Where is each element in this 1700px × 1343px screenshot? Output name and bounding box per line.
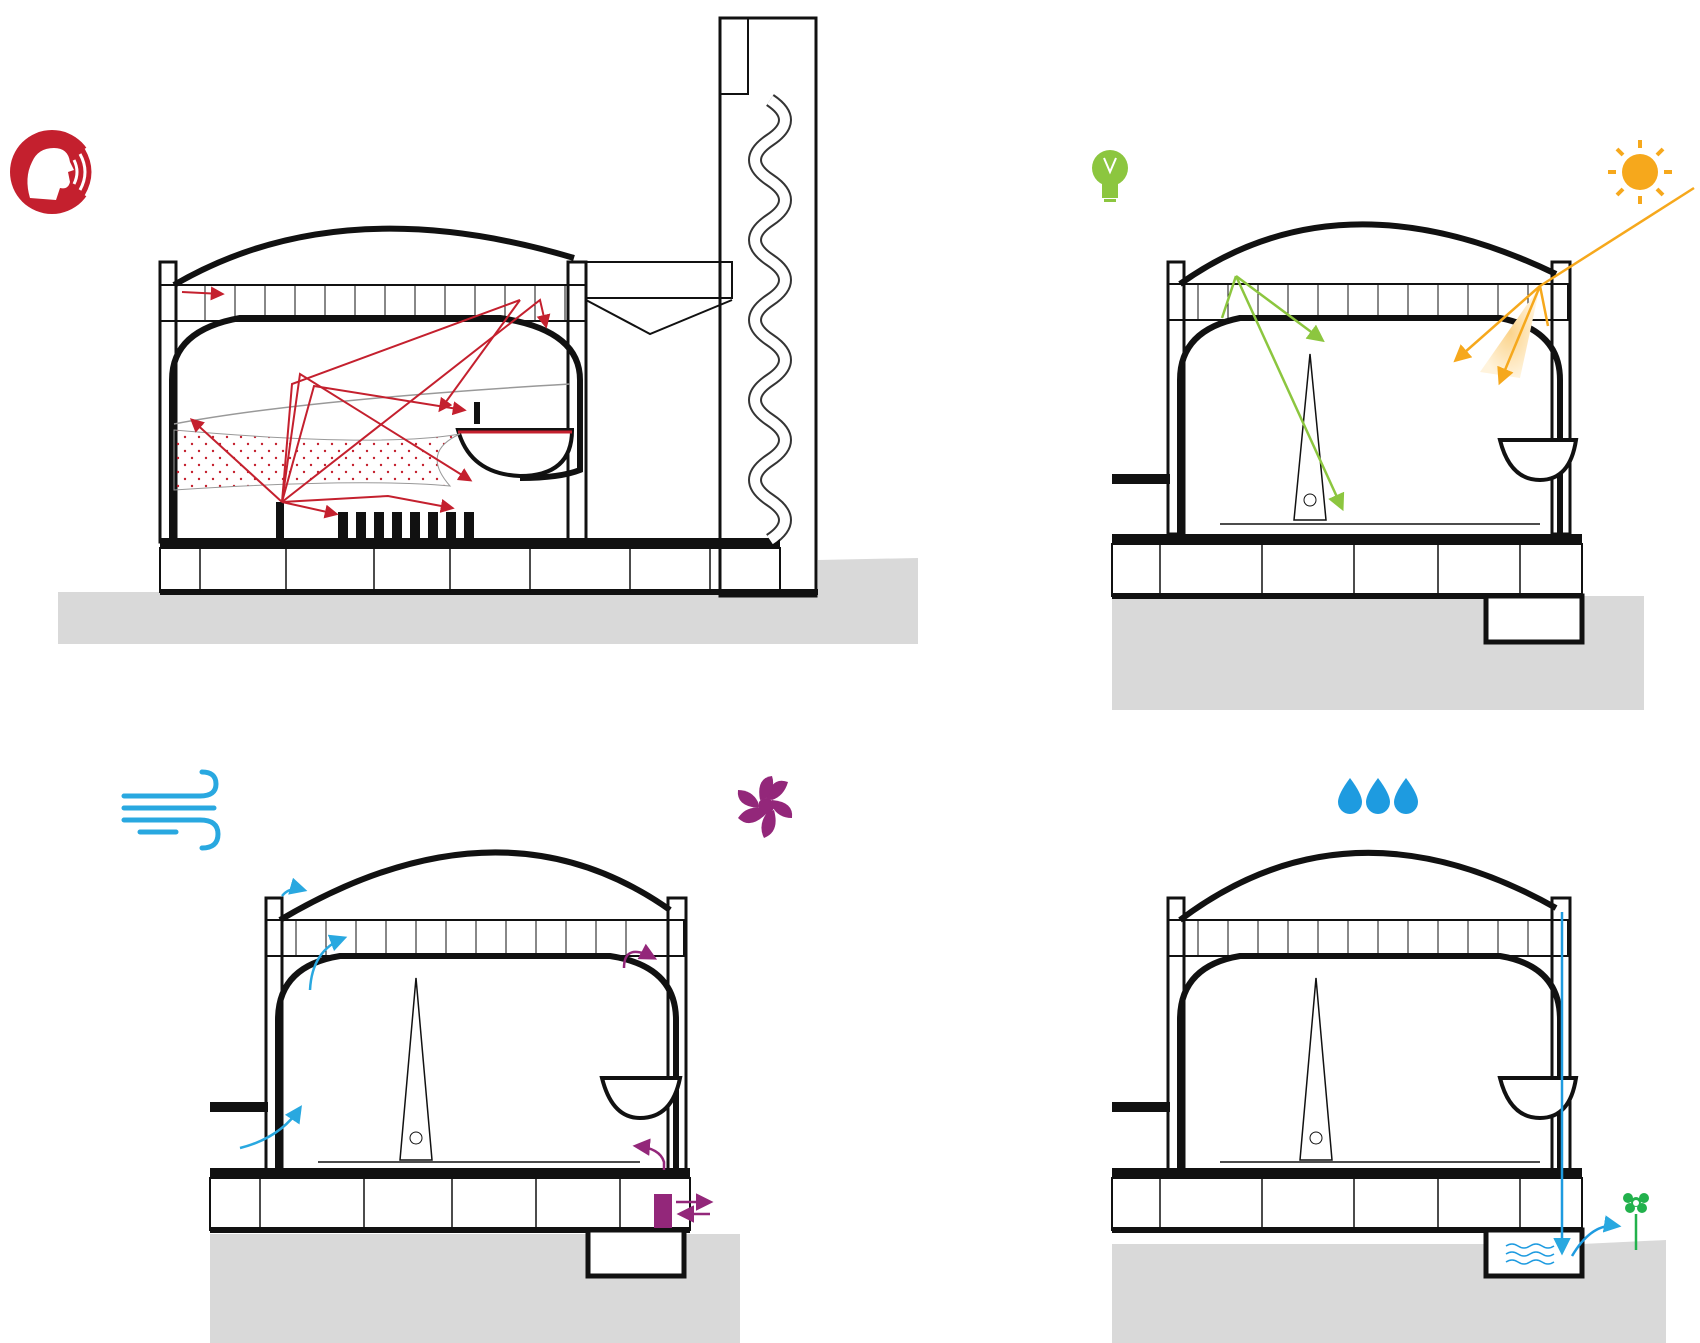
artificial-light-rays xyxy=(1220,274,1345,512)
balcony xyxy=(599,1076,683,1121)
cistern-pit xyxy=(1483,593,1585,645)
basement xyxy=(1111,543,1583,597)
lighting-section-panel xyxy=(1092,140,1695,710)
light-bulb-icon xyxy=(1092,150,1128,202)
balcony xyxy=(1497,438,1579,483)
flower-icon xyxy=(1623,1193,1649,1250)
acoustics-section-panel xyxy=(10,16,918,644)
basement xyxy=(1111,1177,1583,1231)
basement xyxy=(159,547,781,593)
speaking-head-sound-icon xyxy=(10,130,95,214)
basement xyxy=(209,1177,691,1231)
vaulted-roof xyxy=(278,849,672,923)
ground-slope xyxy=(1582,1240,1666,1343)
spire-sculpture xyxy=(399,977,433,1161)
mechanical-air-flow xyxy=(622,943,714,1223)
daylight-glow xyxy=(1480,286,1540,378)
sound-reflection-rays xyxy=(181,286,551,519)
hall-vault xyxy=(169,315,583,540)
air-handling-unit xyxy=(654,1194,672,1228)
spire-sculpture xyxy=(1299,977,1333,1161)
sun-icon xyxy=(1608,140,1672,204)
vaulted-roof xyxy=(1178,849,1558,923)
stored-water-waves xyxy=(1505,1243,1555,1265)
balcony xyxy=(455,428,575,479)
sunlight-rays xyxy=(1453,186,1695,386)
main-floor xyxy=(160,538,780,548)
balcony xyxy=(1497,1076,1579,1121)
water-section-panel xyxy=(1111,778,1666,1343)
water-drops-icon xyxy=(1338,778,1418,814)
hall-vault xyxy=(1177,315,1563,534)
roof-truss xyxy=(265,919,685,957)
hall-vault xyxy=(275,953,679,1170)
ground xyxy=(58,592,918,644)
ground-slope xyxy=(818,558,918,644)
bell-tower xyxy=(718,16,818,598)
vaulted-roof xyxy=(1178,221,1558,287)
spire-sculpture xyxy=(1293,353,1327,521)
hall-vault xyxy=(1177,953,1563,1170)
rainwater-flow xyxy=(1553,912,1622,1257)
cistern-pit xyxy=(585,1227,687,1279)
fan-icon xyxy=(737,776,793,838)
acoustic-reflection-zone xyxy=(173,429,461,491)
wind-icon xyxy=(121,769,221,851)
fresh-air-flow xyxy=(239,877,348,1150)
audience-figures xyxy=(276,402,480,538)
ventilation-section-panel xyxy=(121,769,793,1343)
vaulted-roof xyxy=(172,225,575,288)
bridge xyxy=(585,261,733,299)
